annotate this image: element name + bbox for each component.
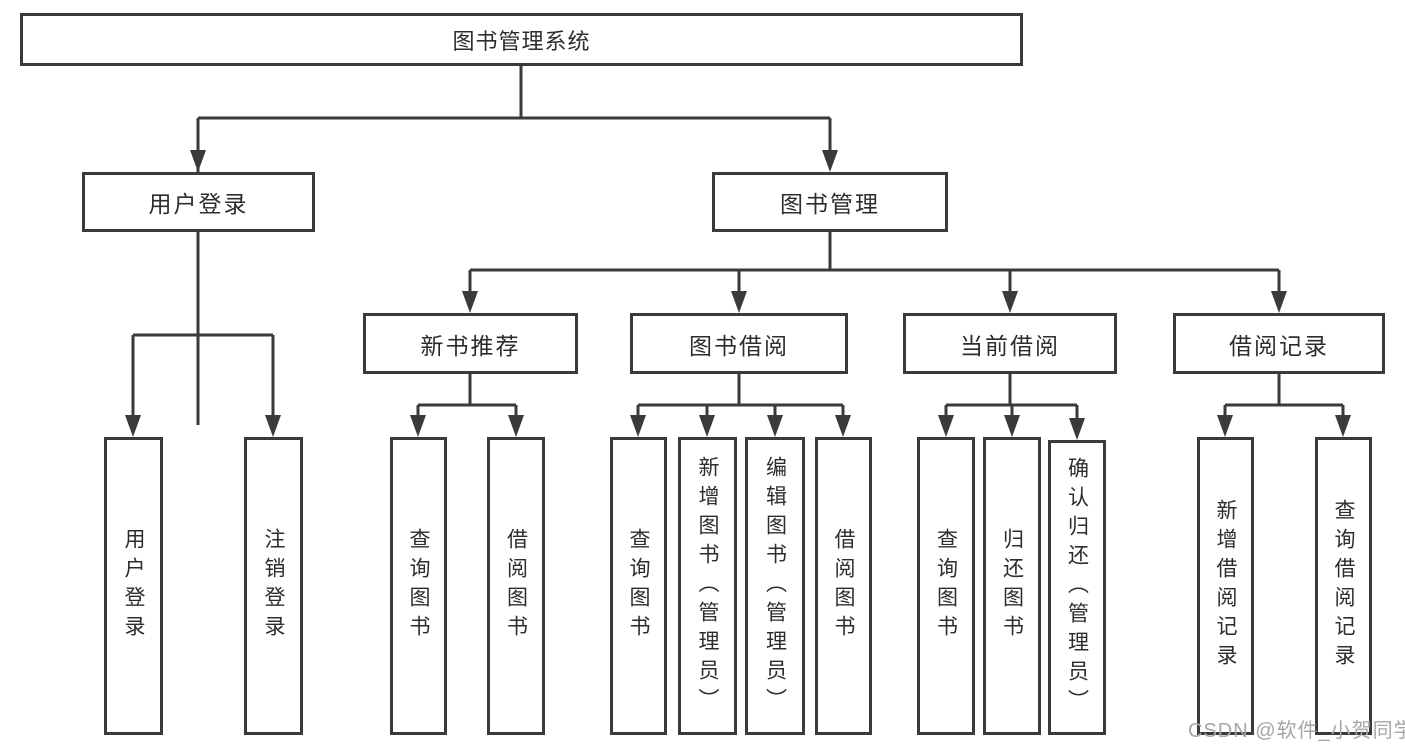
node-new-book-recommend: 新书推荐 [363,313,578,374]
csdn-watermark: CSDN @软件_小贺同学 [1188,720,1405,742]
leaf-add-books-admin: 新增图书（管理员） [678,437,737,735]
node-current-borrowing-label: 当前借阅 [960,332,1060,359]
node-user-login-group: 用户登录 [82,172,315,232]
node-book-borrowing: 图书借阅 [630,313,848,374]
leaf-logout-label: 注销登录 [262,528,285,644]
leaf-confirm-return-admin-label: 确认归还（管理员） [1065,457,1089,718]
node-borrowing-records-label: 借阅记录 [1229,332,1329,359]
node-book-borrowing-label: 图书借阅 [689,332,789,359]
leaf-borrow-books-recommend: 借阅图书 [487,437,545,735]
leaf-query-books-recommend: 查询图书 [390,437,447,735]
node-user-login-group-label: 用户登录 [148,191,249,217]
leaf-query-books-recommend-label: 查询图书 [407,528,430,644]
leaf-borrow-books-borrowing: 借阅图书 [815,437,872,735]
leaf-query-books-borrowing-label: 查询图书 [627,528,650,644]
leaf-return-books-label: 归还图书 [1000,528,1024,644]
node-new-book-recommend-label: 新书推荐 [420,332,521,359]
node-borrowing-records: 借阅记录 [1173,313,1385,374]
leaf-query-borrow-record: 查询借阅记录 [1315,437,1372,735]
leaf-query-books-current: 查询图书 [917,437,975,735]
leaf-query-books-current-label: 查询图书 [934,528,958,644]
leaf-edit-books-admin-label: 编辑图书（管理员） [763,455,787,717]
arrowheads [125,150,1351,440]
leaf-logout: 注销登录 [244,437,303,735]
node-current-borrowing: 当前借阅 [903,313,1117,374]
leaf-borrow-books-borrowing-label: 借阅图书 [832,528,855,644]
leaf-user-login-label: 用户登录 [122,528,145,644]
node-book-management-label: 图书管理 [780,191,880,217]
node-root-system: 图书管理系统 [20,13,1023,66]
leaf-query-books-borrowing: 查询图书 [610,437,667,735]
leaf-edit-books-admin: 编辑图书（管理员） [745,437,805,735]
leaf-add-books-admin-label: 新增图书（管理员） [696,455,719,717]
node-book-management: 图书管理 [712,172,948,232]
leaf-query-borrow-record-label: 查询借阅记录 [1332,499,1355,673]
leaf-borrow-books-recommend-label: 借阅图书 [504,528,528,644]
leaf-return-books: 归还图书 [983,437,1041,735]
node-root-label: 图书管理系统 [452,28,591,54]
leaf-add-borrow-record: 新增借阅记录 [1197,437,1254,735]
leaf-confirm-return-admin: 确认归还（管理员） [1048,440,1106,735]
leaf-add-borrow-record-label: 新增借阅记录 [1214,499,1237,673]
leaf-user-login: 用户登录 [104,437,163,735]
